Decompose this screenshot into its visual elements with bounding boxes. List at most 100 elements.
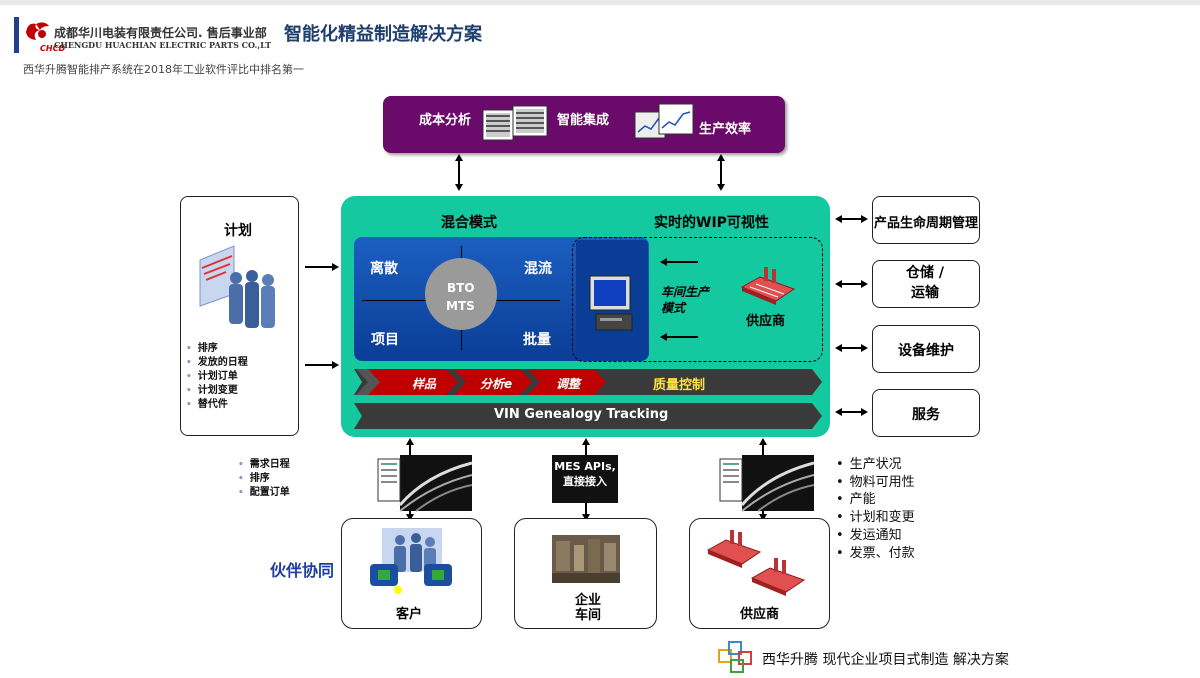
list-item: •排序 xyxy=(186,343,218,354)
vin-bar xyxy=(354,403,822,429)
discrete-label: 离散 xyxy=(370,261,398,277)
wip-visibility-heading: 实时的WIP可视性 xyxy=(654,215,769,231)
list-item: •物料可用性 xyxy=(836,474,915,490)
top-analytics-box: 成本分析 智能集成 生产效率 xyxy=(383,96,785,153)
arrow-right-icon xyxy=(861,280,868,288)
chart-sheets-icon xyxy=(634,103,694,139)
arrow-down-icon xyxy=(759,514,767,521)
top-strip xyxy=(0,0,1200,5)
arrow-left-icon xyxy=(660,258,667,266)
arrow-down-icon xyxy=(582,514,590,521)
customer-icon xyxy=(370,528,452,594)
bto-mts-circle xyxy=(425,258,497,330)
list-item: •发票、付款 xyxy=(836,545,915,561)
adjust-step: 调整 xyxy=(556,377,581,391)
sample-step: 样品 xyxy=(412,377,437,391)
bto-label: BTO xyxy=(447,281,475,295)
arrow-down-icon xyxy=(455,184,463,191)
customer-demand-list: •需求日程 •排序 •配置订单 xyxy=(238,458,290,500)
arrow-left-icon xyxy=(835,280,842,288)
company-name-cn: 成都华川电装有限责任公司. 售后事业部 xyxy=(54,26,267,40)
list-item: •产能 xyxy=(836,492,876,508)
analysis-step: 分析e xyxy=(480,377,513,391)
list-item: •生产状况 xyxy=(836,457,902,472)
service-box xyxy=(872,389,980,437)
planners-icon xyxy=(199,245,275,328)
supplier-label: 供应商 xyxy=(740,607,780,622)
arrow-left-icon xyxy=(835,344,842,352)
connector-wip-2 xyxy=(666,336,698,338)
list-item: •计划订单 xyxy=(186,371,238,382)
connector-wip-1 xyxy=(666,261,698,263)
page-title: 智能化精益制造解决方案 xyxy=(284,24,482,45)
shop-floor-photo xyxy=(552,535,620,583)
arrow-left-icon xyxy=(835,215,842,223)
plan-list: •排序 •发放的日程 •计划订单 •计划变更 •替代件 xyxy=(186,342,248,412)
report-sheets-icon xyxy=(482,105,548,141)
plm-box xyxy=(872,196,980,244)
arrow-up-icon xyxy=(455,154,463,161)
footer-text: 西华升腾 现代企业项目式制造 解决方案 xyxy=(762,652,1009,668)
partner-collab-label: 伙伴协同 xyxy=(270,561,335,580)
supplier-info-list: •生产状况 •物料可用性 •产能 •计划和变更 •发运通知 •发票、付款 xyxy=(836,456,915,562)
arrow-right-icon xyxy=(861,408,868,416)
quality-control-label: 质量控制 xyxy=(653,378,706,393)
shop-mode-label: 车间生产模式 xyxy=(661,285,710,315)
production-efficiency-label: 生产效率 xyxy=(699,122,752,137)
mts-label: MTS xyxy=(446,299,475,313)
arrow-down-icon xyxy=(406,514,414,521)
enterprise-shop-label: 企业车间 xyxy=(574,593,601,623)
project-label: 项目 xyxy=(371,332,399,348)
footer-logo xyxy=(718,641,752,673)
arrow-up-icon xyxy=(582,438,590,445)
list-item: •计划和变更 xyxy=(836,510,915,526)
list-item: •配置订单 xyxy=(238,487,290,498)
arrow-right-icon xyxy=(861,215,868,223)
maintenance-label: 设备维护 xyxy=(898,343,954,359)
warehouse-box xyxy=(872,260,980,308)
arrow-left-icon xyxy=(660,333,667,341)
company-name-en: CHENGDU HUACHIAN ELECTRIC PARTS CO.,LT xyxy=(54,40,272,50)
data-stream-image xyxy=(377,455,472,512)
cost-analysis-label: 成本分析 xyxy=(419,113,472,128)
arrow-up-icon xyxy=(759,438,767,445)
mixed-mode-heading: 混合模式 xyxy=(441,215,497,231)
service-label: 服务 xyxy=(912,407,940,423)
batch-label: 批量 xyxy=(523,332,551,348)
list-item: •发运通知 xyxy=(836,527,902,543)
maintenance-box xyxy=(872,325,980,373)
connector-plan-2 xyxy=(305,364,333,366)
company-logo xyxy=(26,22,49,40)
mes-api-box xyxy=(552,455,618,503)
page-subtitle: 西华升腾智能排产系统在2018年工业软件评比中排名第一 xyxy=(23,63,304,76)
arrow-right-icon xyxy=(332,361,339,369)
arrow-up-icon xyxy=(717,154,725,161)
connector-top-left xyxy=(458,161,460,185)
arrow-up-icon xyxy=(406,438,414,445)
mixed-flow-label: 混流 xyxy=(524,261,552,277)
customer-label: 客户 xyxy=(396,607,423,622)
arrow-right-icon xyxy=(861,344,868,352)
connector-warehouse xyxy=(841,283,861,285)
supplier-factories-icon xyxy=(706,530,806,596)
plm-label: 产品生命周期管理 xyxy=(874,216,979,231)
connector-plm xyxy=(841,218,861,220)
mes-api-label: MES APIs, 直接接入 xyxy=(554,460,616,488)
list-item: •发放的日程 xyxy=(186,357,248,368)
quality-bar xyxy=(354,369,822,395)
smart-integration-label: 智能集成 xyxy=(557,113,610,128)
warehouse-label: 仓储 / 运输 xyxy=(906,265,944,301)
list-item: •需求日程 xyxy=(238,459,290,470)
wip-dashed-region xyxy=(572,237,823,362)
logo-text: CHCD xyxy=(40,44,66,53)
list-item: •排序 xyxy=(238,473,270,484)
connector-maintenance xyxy=(841,347,861,349)
factory-icon xyxy=(740,267,796,305)
arrow-down-icon xyxy=(717,184,725,191)
computer-icon xyxy=(589,275,633,331)
list-item: •计划变更 xyxy=(186,385,238,396)
connector-plan-1 xyxy=(305,266,333,268)
title-accent-bar xyxy=(14,17,19,53)
connector-service xyxy=(841,411,861,413)
connector-top-right xyxy=(720,161,722,185)
